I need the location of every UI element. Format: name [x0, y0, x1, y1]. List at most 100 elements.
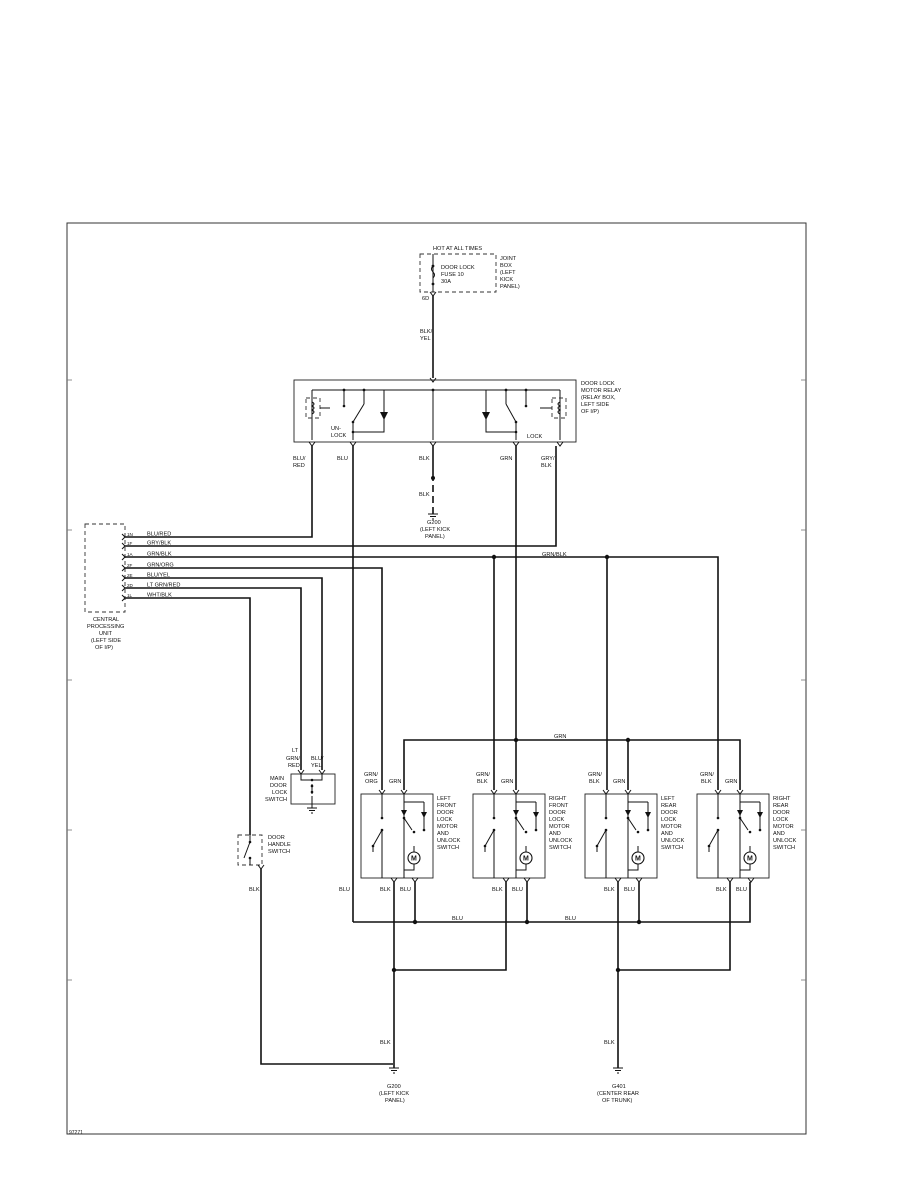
unlock-label-2: LOCK [331, 433, 347, 439]
wire-blu-yel [125, 577, 323, 770]
motor-name-3-6: UNLOCK [773, 838, 797, 844]
motor-wire-top-a-3: GRN/ [700, 772, 714, 778]
left-blu-label: BLU [339, 887, 350, 893]
motor-name-2-1: REAR [661, 803, 677, 809]
motor-name-2-2: DOOR [661, 810, 678, 816]
grn-bus [403, 739, 741, 790]
g401-label-2: (CENTER REAR [597, 1091, 639, 1097]
motor-grn-label-2: GRN [613, 779, 625, 785]
cpu-wire-label-4: BLU/YEL [147, 573, 170, 579]
cpu-wire-label-2: GRN/BLK [147, 552, 172, 558]
motor-wire-top-a-0: GRN/ [364, 772, 378, 778]
blu-bus-label-1: BLU [452, 916, 463, 922]
motor-blu-label-3: BLU [736, 887, 747, 893]
wire-blk-front [393, 882, 507, 1068]
motor-name-2-7: SWITCH [661, 845, 683, 851]
ground-icon-g401 [613, 1067, 623, 1074]
motor-symbol-2: M [635, 856, 641, 863]
relay-coil-left [310, 401, 315, 415]
cpu-pin-2: 1A [127, 552, 134, 557]
cpu-pin-1: 1F [127, 541, 133, 546]
footer-code: 97271 [69, 1130, 83, 1136]
motor-name-1-7: SWITCH [549, 845, 571, 851]
motor-name-1-1: FRONT [549, 803, 569, 809]
cpu-pin-4: 2E [127, 573, 133, 578]
joint-box-label-1: JOINT [500, 256, 517, 262]
cpu-wire-label-3: GRN/ORG [147, 563, 174, 569]
cpu-wire-label-5: LT GRN/RED [147, 583, 180, 589]
blk-front-label: BLK [380, 1040, 391, 1046]
joint-box-label-2: BOX [500, 263, 512, 269]
joint-box-label-5: PANEL) [500, 284, 520, 290]
motor-grn-label-0: GRN [389, 779, 401, 785]
blk-yel-label-1: BLK/ [420, 329, 433, 335]
motor-diode-b-2 [645, 812, 651, 818]
g200-top-label-3: PANEL) [425, 534, 445, 540]
main-switch-lt: LT [292, 748, 299, 754]
motor-diode-b-1 [533, 812, 539, 818]
motor-name-0-1: FRONT [437, 803, 457, 809]
motor-name-1-5: AND [549, 831, 561, 837]
relay-label-2: MOTOR RELAY [581, 388, 621, 394]
motor-grn-label-3: GRN [725, 779, 737, 785]
wire-handle-ground [260, 869, 393, 1065]
fuse-label-1: DOOR LOCK [441, 265, 475, 271]
wire-lt-grn-red [125, 587, 302, 770]
handle-switch-label-3: SWITCH [268, 849, 290, 855]
motor-blk-label-3: BLK [716, 887, 727, 893]
motor-name-2-6: UNLOCK [661, 838, 685, 844]
motor-name-1-4: MOTOR [549, 824, 570, 830]
motor-name-2-0: LEFT [661, 796, 675, 802]
blk-rear-label: BLK [604, 1040, 615, 1046]
motor-name-1-3: LOCK [549, 817, 565, 823]
relay-out-blu-red-2: RED [293, 463, 305, 469]
wire-wht-blk [125, 597, 251, 835]
hot-at-all-times-label: HOT AT ALL TIMES [433, 246, 482, 252]
pin-6d-label: 6D [422, 296, 429, 302]
motor-name-1-0: RIGHT [549, 796, 567, 802]
main-switch-label-1: MAIN [270, 776, 284, 782]
g200-top-label-1: G200 [427, 520, 441, 526]
relay-out-blu: BLU [337, 456, 348, 462]
motor-wire-top-b-2: BLK [589, 779, 600, 785]
blu-bus [353, 882, 751, 923]
motor-blu-label-0: BLU [400, 887, 411, 893]
fuse-icon [431, 265, 435, 279]
motor-symbol-1: M [523, 856, 529, 863]
blk-lower-label: BLK [419, 492, 430, 498]
grn-bus-label: GRN [554, 734, 566, 740]
wire-blu-red [125, 446, 313, 538]
relay-label-4: LEFT SIDE [581, 402, 609, 408]
cpu-pin-3: 2F [127, 563, 133, 568]
main-switch-blu-yel-2: YEL [311, 763, 322, 769]
grn-blk-label: GRN/BLK [542, 552, 567, 558]
joint-box-label-3: (LEFT [500, 270, 516, 276]
handle-switch-label-1: DOOR [268, 835, 285, 841]
motor-wire-top-b-3: BLK [701, 779, 712, 785]
cpu-pin-0: 1N [127, 532, 133, 537]
motor-name-2-4: MOTOR [661, 824, 682, 830]
cpu-label-4: (LEFT SIDE [91, 638, 121, 644]
motor-name-2-5: AND [661, 831, 673, 837]
g200-bottom-label-1: G200 [387, 1084, 401, 1090]
relay-out-grn: GRN [500, 456, 512, 462]
relay-coil-right [557, 401, 562, 415]
main-door-lock-switch: LT GRN/ RED BLU/ YEL MAIN DOOR LOCK SWIT… [265, 748, 336, 814]
motor-wire-top-a-1: GRN/ [476, 772, 490, 778]
main-switch-grn-red-1: GRN/ [286, 756, 300, 762]
motor-name-3-7: SWITCH [773, 845, 795, 851]
relay-out-gry-blk-2: BLK [541, 463, 552, 469]
relay-label-1: DOOR LOCK [581, 381, 615, 387]
motor-diode-a-1 [513, 810, 519, 816]
ground-icon-main-switch [307, 807, 317, 814]
cpu-pin-5: 2D [127, 583, 134, 588]
relay-out-blk: BLK [419, 456, 430, 462]
motor-name-3-2: DOOR [773, 810, 790, 816]
motor-name-1-6: UNLOCK [549, 838, 573, 844]
blk-yel-label-2: YEL [420, 336, 431, 342]
motor-symbol-0: M [411, 856, 417, 863]
fuse-label-3: 30A [441, 279, 451, 285]
main-switch-label-4: SWITCH [265, 797, 287, 803]
cpu-pin-6: 1L [127, 593, 133, 598]
motor-grn-label-1: GRN [501, 779, 513, 785]
